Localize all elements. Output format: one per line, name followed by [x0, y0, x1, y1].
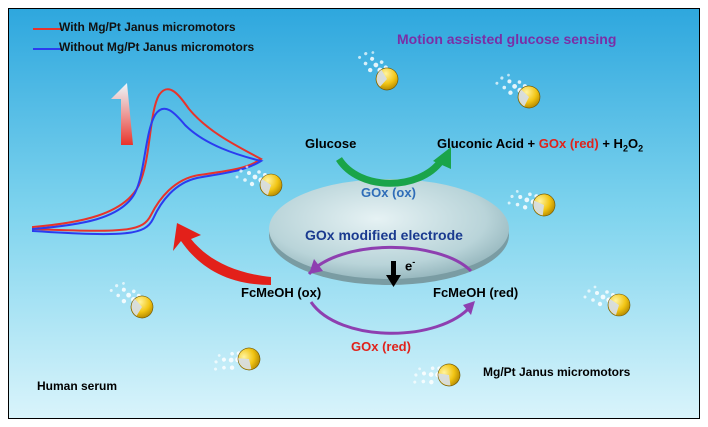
gox-red-product-label: GOx (red) [538, 136, 599, 151]
human-serum-label: Human serum [37, 379, 118, 393]
legend-label-without: Without Mg/Pt Janus micromotors [59, 40, 255, 54]
gox-ox-label: GOx (ox) [361, 185, 416, 200]
mediator-arrow-top [307, 245, 473, 275]
electron-charge: - [412, 257, 416, 267]
fcmeoh-ox-label: FcMeOH (ox) [241, 285, 322, 300]
figure-frame: With Mg/Pt Janus micromotors Without Mg/… [8, 8, 700, 419]
mediator-arrow-top-head [309, 259, 323, 274]
product-equation: Gluconic Acid + GOx (red) + H2O2 [437, 136, 643, 154]
electron-arrow-head [386, 275, 401, 287]
electrode-label: GOx modified electrode [305, 227, 463, 243]
legend-label-with: With Mg/Pt Janus micromotors [59, 20, 236, 34]
electrode-disc [269, 179, 509, 279]
mediator-arrow-bottom [309, 301, 473, 335]
current-increase-arrow [111, 83, 133, 145]
fcmeoh-red-label: FcMeOH (red) [433, 285, 519, 300]
signal-arrow [173, 223, 271, 285]
h2o2-sub-1: 2 [622, 143, 628, 154]
mediator-arrow-bottom-head [463, 301, 475, 315]
cv-curve-without-micromotors [32, 107, 264, 236]
diagram-canvas [9, 9, 699, 418]
micromotor-label: Mg/Pt Janus micromotors [483, 365, 631, 379]
h2o2-mid: O [627, 136, 639, 151]
h2o2-prefix: + H [602, 136, 623, 151]
oxidation-arrow-head [433, 147, 451, 169]
electron-symbol: e [405, 258, 413, 274]
h2o2-sub-2: 2 [638, 143, 644, 154]
glucose-label: Glucose [305, 136, 357, 151]
gluconic-acid-label: Gluconic Acid + [437, 136, 536, 151]
oxidation-arrow [336, 156, 444, 187]
diagram-title: Motion assisted glucose sensing [397, 31, 617, 47]
electron-arrow-shaft [391, 261, 396, 277]
gox-red-label: GOx (red) [351, 339, 411, 354]
electron-label: e- [405, 257, 415, 273]
